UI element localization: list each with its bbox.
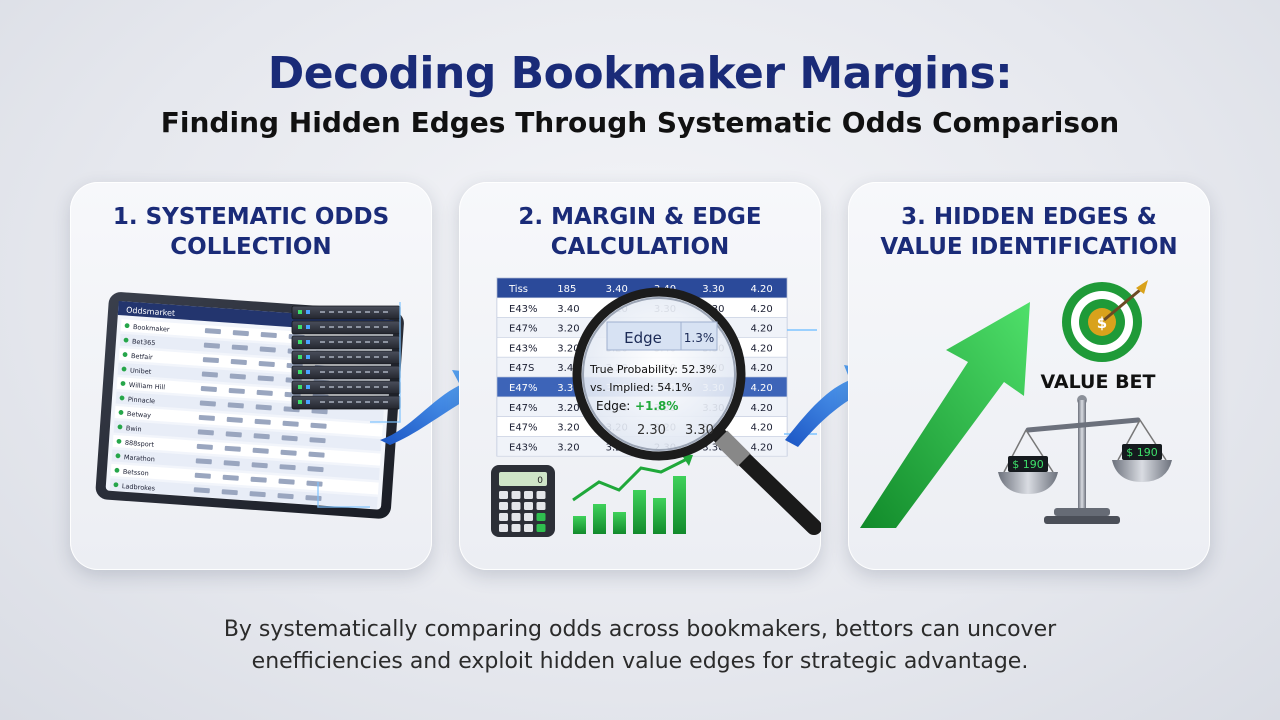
odds-cell: 4.20	[751, 304, 773, 315]
value-bet-label: VALUE BET	[1041, 371, 1156, 393]
odds-cell: 3.20	[557, 423, 579, 434]
magnifier-bottom-value: 3.30	[685, 423, 714, 438]
odds-cell: 3.30	[557, 383, 579, 394]
panel-3-heading-line2: VALUE IDENTIFICATION	[880, 234, 1178, 260]
panel-2-art: Tiss1853.403.403.304.20E43%3.403.203.303…	[459, 182, 821, 570]
server-stack-icon	[291, 305, 401, 410]
odds-cell: 3.40	[557, 363, 579, 374]
tablet-row-label: Pinnacle	[128, 395, 156, 405]
odds-cell: 4.20	[751, 343, 773, 354]
panel-1-heading-line2: COLLECTION	[170, 234, 332, 260]
tablet-row-label: Bet365	[132, 338, 156, 348]
page-subtitle: Finding Hidden Edges Through Systematic …	[160, 106, 1120, 139]
panel-2-heading-line1: 2. MARGIN & EDGE	[518, 204, 762, 230]
balance-scale-icon: $ 190 $ 190	[998, 395, 1172, 524]
magnifier-edge-value: 1.3%	[684, 331, 715, 345]
odds-cell: 4.20	[751, 442, 773, 453]
odds-cell: 4.20	[751, 363, 773, 374]
tablet-row-label: Betsson	[123, 468, 149, 478]
left-pan-price: $ 190	[1012, 458, 1044, 471]
calculator-icon: 0	[491, 465, 555, 537]
page-title: Decoding Bookmaker Margins:	[267, 48, 1013, 99]
odds-cell: 3.40	[606, 284, 628, 295]
odds-cell: E43%	[509, 343, 538, 354]
tablet-row-label: Bwin	[126, 424, 142, 433]
odds-cell: 4.20	[751, 403, 773, 414]
panel-1-heading-line1: 1. SYSTEMATIC ODDS	[112, 204, 390, 230]
odds-cell: 3.30	[702, 284, 724, 295]
magnifier-edge-prefix: Edge:	[596, 399, 630, 413]
odds-cell: E47%	[509, 403, 538, 414]
odds-cell: E47%	[509, 423, 538, 434]
odds-cell: 3.40	[557, 304, 579, 315]
odds-cell: 4.20	[751, 324, 773, 335]
growth-bars-icon	[572, 454, 693, 534]
tablet-title: Oddsmarket	[126, 306, 176, 318]
footer-caption: By systematically comparing odds across …	[0, 614, 1280, 678]
magnifier-edge-delta: +1.8%	[635, 399, 678, 413]
svg-text:0: 0	[537, 476, 543, 486]
panel-2-heading: 2. MARGIN & EDGE CALCULATION	[469, 202, 811, 262]
tablet-row-label: Betfair	[131, 352, 154, 362]
magnifier-implied: vs. Implied: 54.1%	[590, 381, 692, 394]
magnifier-true-probability: True Probability: 52.3%	[589, 363, 716, 376]
tablet-row-label: Bookmaker	[133, 323, 170, 334]
tablet-row-label: Betway	[127, 410, 152, 420]
panel-3-heading-line1: 3. HIDDEN EDGES &	[901, 204, 1157, 230]
panel-margin-calculation: Tiss1853.403.403.304.20E43%3.403.203.303…	[459, 182, 821, 570]
odds-cell: 3.20	[557, 324, 579, 335]
odds-cell: E43%	[509, 442, 538, 453]
footer-line-1: By systematically comparing odds across …	[223, 617, 1057, 642]
tablet-row-label: William Hill	[129, 381, 166, 392]
odds-cell: 4.20	[751, 383, 773, 394]
odds-cell: 185	[557, 284, 576, 295]
magnifier-bottom-value: 2.30	[637, 423, 666, 438]
panel-1-heading: 1. SYSTEMATIC ODDS COLLECTION	[80, 202, 422, 262]
odds-cell: E47S	[509, 363, 534, 374]
footer-line-2: enefficiencies and exploit hidden value …	[251, 649, 1029, 674]
odds-cell: 3.20	[557, 403, 579, 414]
odds-cell: 3.20	[557, 442, 579, 453]
odds-cell: E47%	[509, 383, 538, 394]
odds-cell: E43%	[509, 304, 538, 315]
tablet-row-label: Ladbrokes	[122, 482, 156, 492]
target-icon: $	[1062, 280, 1148, 362]
tablet-row-label: Marathon	[124, 453, 155, 463]
tablet-row-label: Unibet	[130, 366, 152, 376]
odds-cell: E47%	[509, 324, 538, 335]
odds-cell: Tiss	[508, 284, 528, 295]
magnifier-icon: Edge 1.3% True Probability: 52.3% vs. Im…	[572, 287, 821, 535]
odds-cell: 4.20	[751, 284, 773, 295]
odds-cell: 3.20	[557, 343, 579, 354]
tablet-row-label: 888sport	[125, 439, 155, 449]
panel-2-heading-line2: CALCULATION	[550, 234, 730, 260]
panel-3-heading: 3. HIDDEN EDGES & VALUE IDENTIFICATION	[858, 202, 1200, 262]
growth-arrow-icon	[860, 302, 1030, 528]
svg-text:$: $	[1097, 314, 1107, 332]
magnifier-edge-label: Edge	[624, 329, 662, 347]
right-pan-price: $ 190	[1126, 446, 1158, 459]
odds-cell: 3.30	[702, 442, 724, 453]
odds-cell: 4.20	[751, 423, 773, 434]
panel-3-art: $ VALUE BET $ 190 $ 190	[848, 182, 1210, 570]
panel-value-identification: $ VALUE BET $ 190 $ 190	[848, 182, 1210, 570]
